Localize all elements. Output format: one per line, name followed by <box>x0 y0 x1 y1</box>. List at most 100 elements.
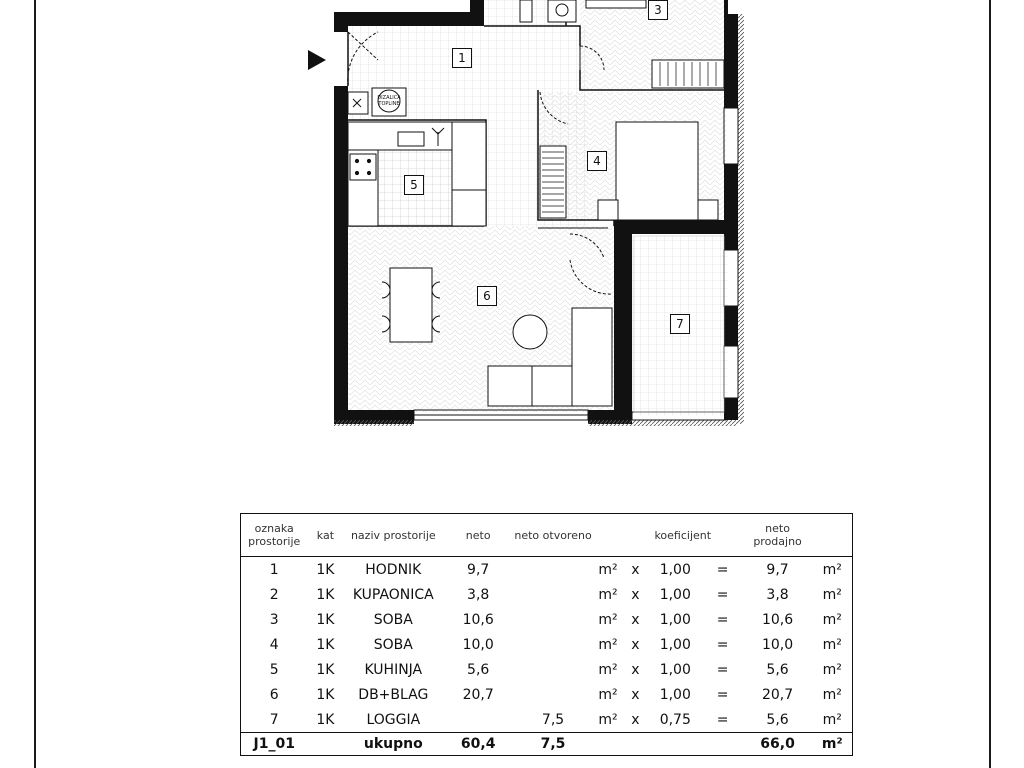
header-naziv: naziv prostorije <box>350 528 436 542</box>
cell-naziv: LOGGIA <box>366 711 421 728</box>
cell-koef: 1,00 <box>659 561 691 578</box>
cell-oznaka: 5 <box>269 661 279 678</box>
wall-top-mid <box>470 0 484 26</box>
cell-unit: m² <box>598 636 618 653</box>
room-area-table: oznaka prostorije kat naziv prostorije n… <box>240 513 853 756</box>
cell-koef: 1,00 <box>659 611 691 628</box>
cell-unit: m² <box>598 561 618 578</box>
cell-x: x <box>631 586 640 603</box>
cell-koef: 1,00 <box>659 661 691 678</box>
cell-unit: m² <box>598 611 618 628</box>
cell-x: x <box>631 636 640 653</box>
cell-unit: m² <box>598 686 618 703</box>
cell-koef: 0,75 <box>659 711 691 728</box>
cell-kat: 1K <box>316 561 335 578</box>
cell-kat: 1K <box>316 661 335 678</box>
cell-unit2: m² <box>822 636 842 653</box>
wall-loggia-top <box>614 220 726 234</box>
cell-otvoreno <box>513 632 593 657</box>
cell-unit2: m² <box>822 561 842 578</box>
total-neto: 60,4 <box>460 736 496 752</box>
total-prodajno: 66,0 <box>760 736 795 752</box>
room-label-4: 4 <box>587 151 607 171</box>
cell-otvoreno <box>513 657 593 682</box>
cell-x: x <box>631 686 640 703</box>
cell-otvoreno <box>513 557 593 583</box>
cell-naziv: HODNIK <box>365 561 422 578</box>
cell-oznaka: 6 <box>269 686 279 703</box>
boiler-label-line1: DIZALICA <box>377 95 401 101</box>
insulation-bottom-right <box>588 420 738 426</box>
wall-bedroom-right-1 <box>724 14 738 108</box>
cell-naziv: DB+BLAG <box>358 686 429 703</box>
insulation-bottom <box>334 420 414 426</box>
table-total-row: J1_01 ukupno 60,4 7,5 66,0 m² <box>240 732 853 756</box>
room-label-1: 1 <box>452 48 472 68</box>
cell-koef: 1,00 <box>659 686 691 703</box>
cell-kat: 1K <box>316 586 335 603</box>
cell-eq: = <box>716 636 729 653</box>
cell-kat: 1K <box>316 711 335 728</box>
cell-prodajno: 10,0 <box>761 636 794 653</box>
total-code: J1_01 <box>253 736 295 752</box>
cell-otvoreno <box>513 607 593 632</box>
cell-unit2: m² <box>822 711 842 728</box>
cell-eq: = <box>716 661 729 678</box>
wall-bath-top <box>724 0 728 14</box>
cell-otvoreno <box>513 582 593 607</box>
cell-unit2: m² <box>822 686 842 703</box>
cell-naziv: SOBA <box>373 611 413 628</box>
cell-eq: = <box>716 711 729 728</box>
cell-x: x <box>631 561 640 578</box>
bathroom-fixtures <box>519 0 577 23</box>
cell-unit: m² <box>598 586 618 603</box>
cell-oznaka: 7 <box>269 711 279 728</box>
loggia-outline <box>633 235 725 413</box>
total-unit: m² <box>821 736 843 752</box>
cell-neto: 10,0 <box>462 636 494 653</box>
cell-neto: 5,6 <box>467 661 490 678</box>
cell-x: x <box>631 711 640 728</box>
cell-naziv: KUHINJA <box>364 661 423 678</box>
wall-bedroom-right-2 <box>724 164 738 250</box>
cell-otvoreno <box>513 682 593 707</box>
cell-prodajno: 3,8 <box>766 586 789 603</box>
insulation-right <box>738 14 744 424</box>
cell-eq: = <box>716 611 729 628</box>
header-neto-prodajno: neto prodajno <box>753 522 802 548</box>
header-oznaka: oznaka prostorije <box>248 522 301 548</box>
cell-unit: m² <box>598 661 618 678</box>
wall-left-lower <box>334 86 348 416</box>
wall-loggia-right-1 <box>724 306 738 346</box>
cell-neto: 10,6 <box>462 611 494 628</box>
cell-oznaka: 2 <box>269 586 279 603</box>
windows <box>413 107 739 421</box>
cell-oznaka: 1 <box>269 561 279 578</box>
cell-oznaka: 4 <box>269 636 279 653</box>
kitchen-tap-icon <box>431 127 445 146</box>
room-label-7: 7 <box>670 314 690 334</box>
cell-unit2: m² <box>822 611 842 628</box>
cell-oznaka: 3 <box>269 611 279 628</box>
cell-otvoreno: 7,5 <box>541 711 565 728</box>
cell-unit2: m² <box>822 661 842 678</box>
boiler-label: DIZALICA TOPLINE <box>374 95 404 107</box>
header-neto: neto <box>465 528 491 542</box>
cell-koef: 1,00 <box>659 586 691 603</box>
cell-prodajno: 10,6 <box>761 611 794 628</box>
cell-naziv: SOBA <box>373 636 413 653</box>
cell-eq: = <box>716 686 729 703</box>
room-label-6: 6 <box>477 286 497 306</box>
cell-prodajno: 9,7 <box>766 561 789 578</box>
cell-neto <box>443 707 513 733</box>
cell-kat: 1K <box>316 636 335 653</box>
header-kat: kat <box>316 528 335 542</box>
cell-eq: = <box>716 586 729 603</box>
cell-neto: 3,8 <box>467 586 490 603</box>
cell-naziv: KUPAONICA <box>352 586 434 603</box>
